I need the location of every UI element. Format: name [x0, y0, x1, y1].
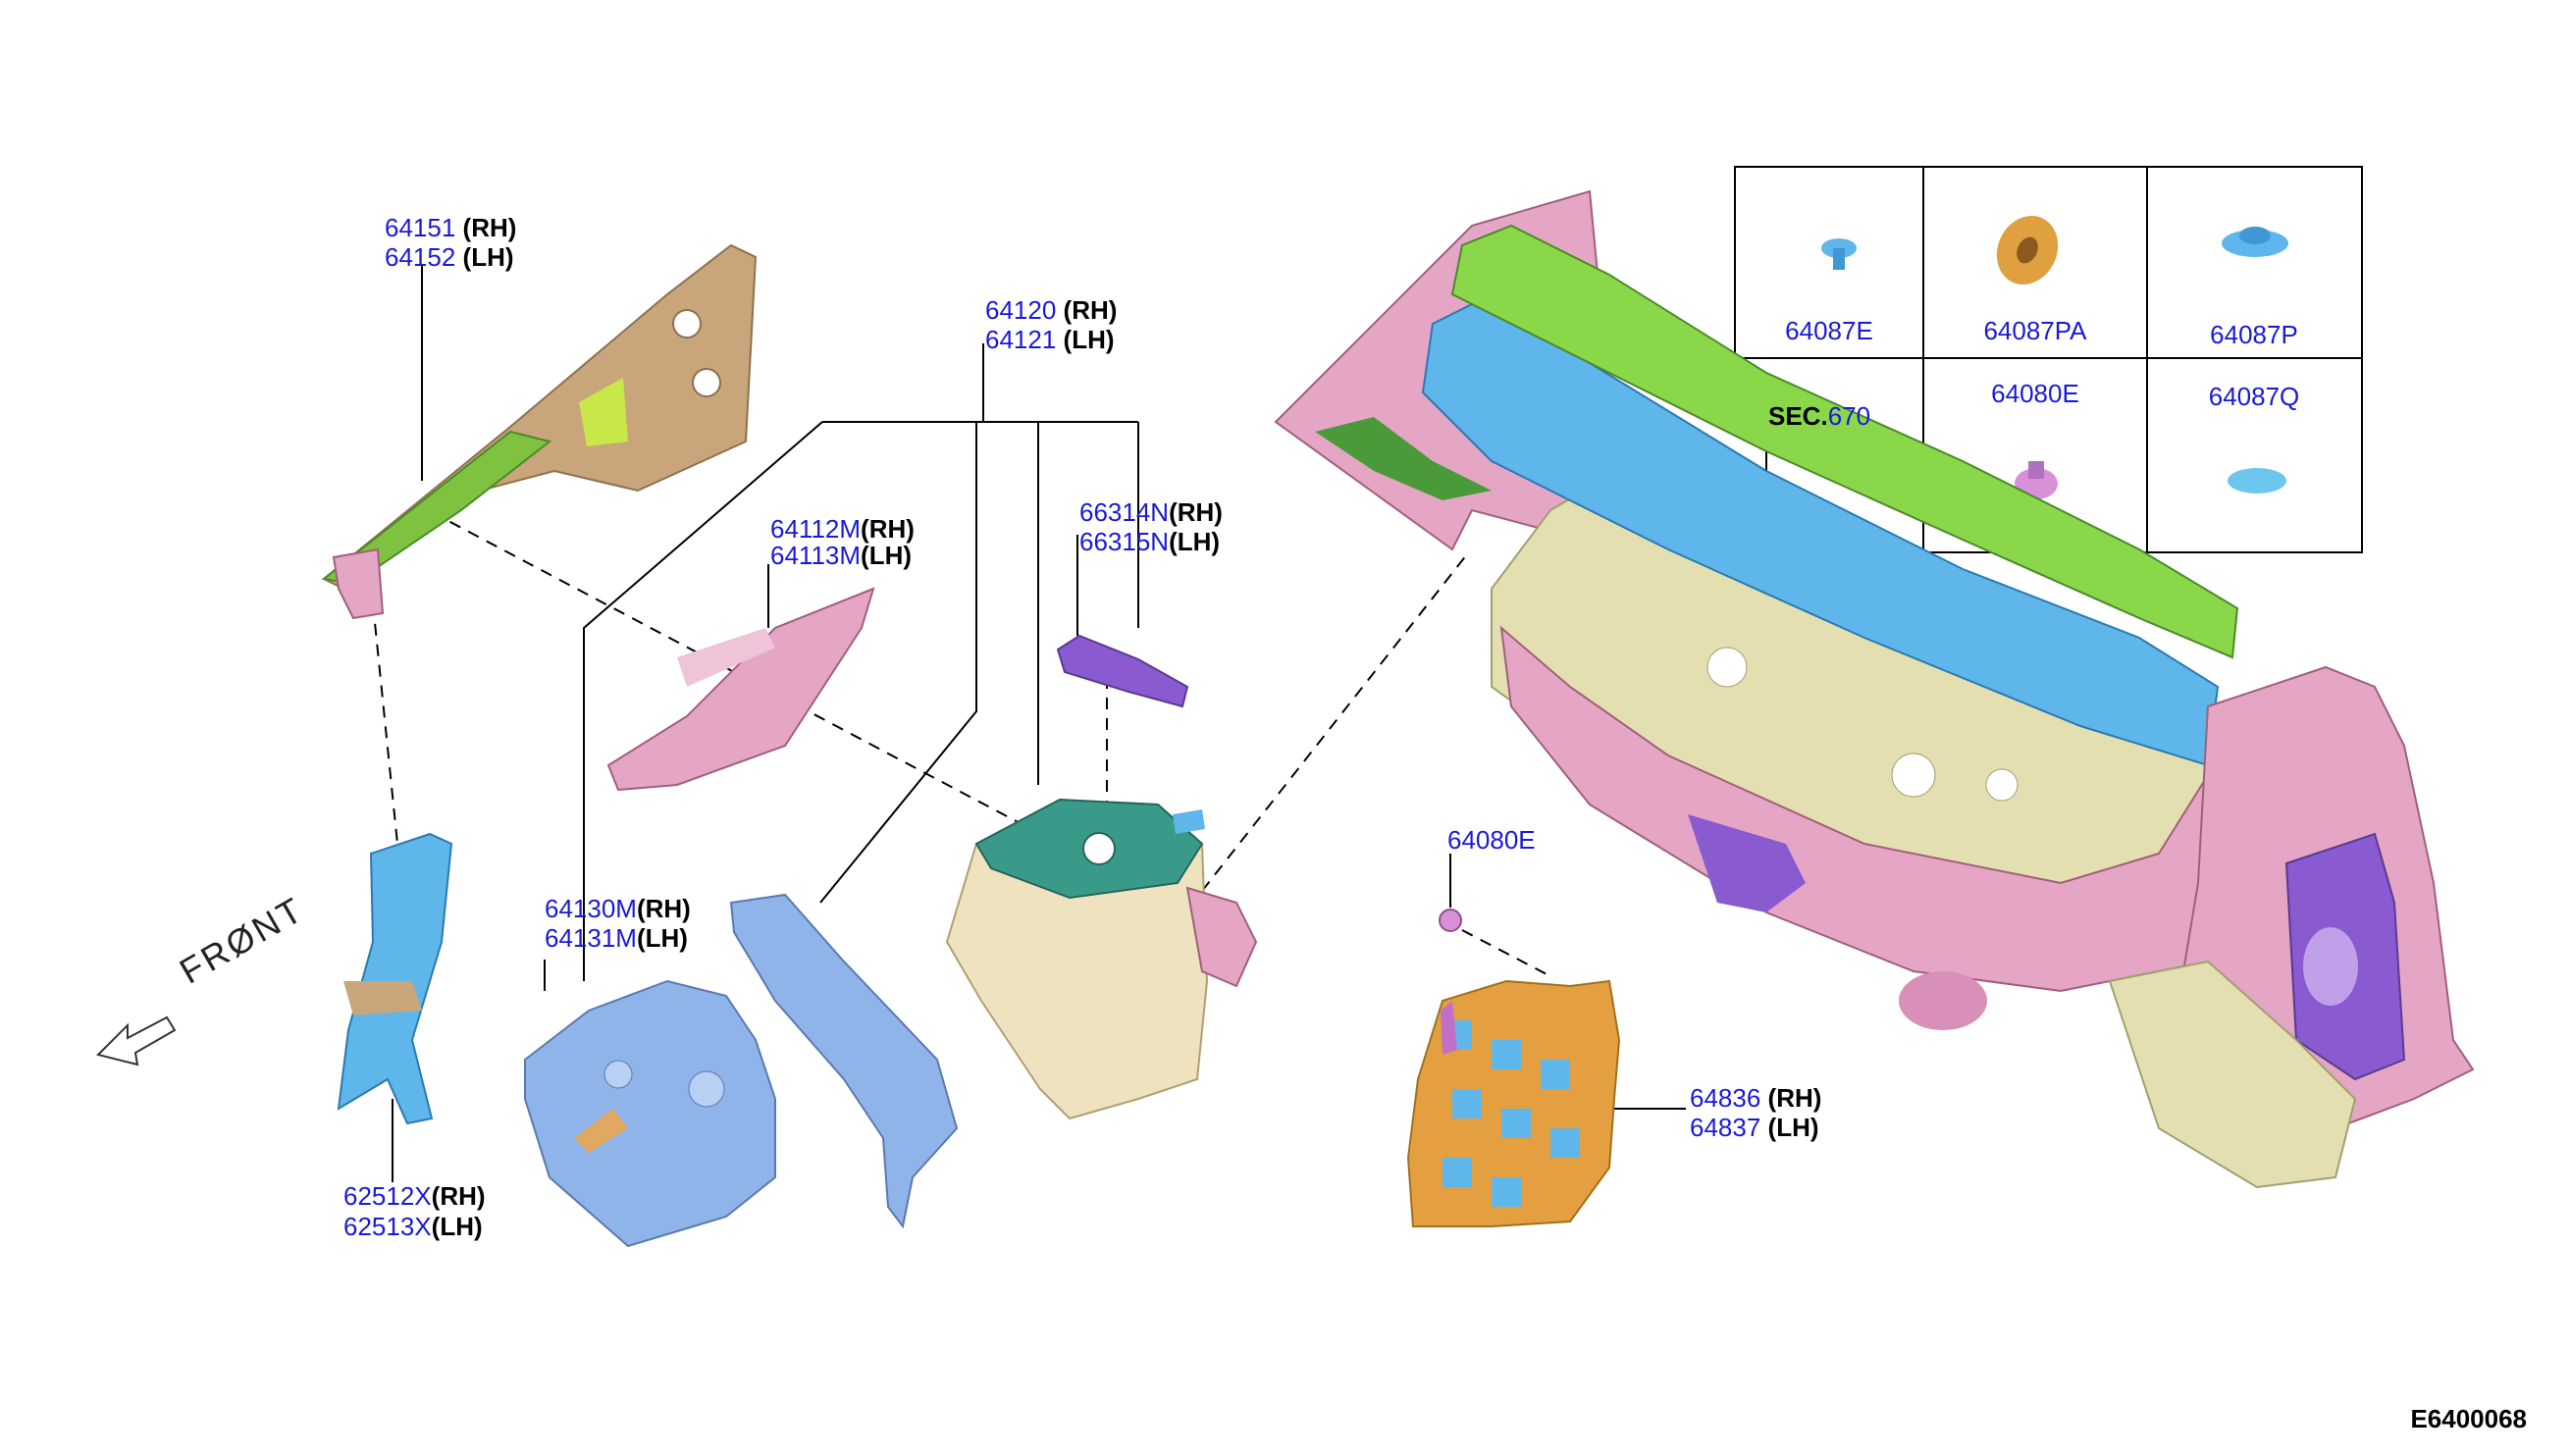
side-indicator: (LH)	[1063, 325, 1115, 354]
label-64152[interactable]: 64152 (LH)	[385, 243, 514, 272]
sec-number: 670	[1827, 401, 1871, 431]
part-number: 64151	[385, 213, 456, 242]
label-64080e[interactable]: 64080E	[1447, 826, 1536, 855]
part-number: 64152	[385, 242, 456, 272]
side-indicator: (RH)	[861, 514, 915, 544]
clip-icon	[1821, 238, 1857, 270]
label-66314n[interactable]: 66314N(RH)	[1079, 498, 1223, 527]
label-62513x[interactable]: 62513X(LH)	[343, 1213, 483, 1241]
part-number: 64837	[1690, 1113, 1761, 1142]
part-number: 64112M	[770, 514, 862, 544]
side-indicator: (LH)	[1767, 1113, 1819, 1142]
label-64130m[interactable]: 64130M(RH)	[545, 895, 691, 923]
part-number: 64130M	[545, 894, 637, 923]
part-66314n-bracket	[1056, 634, 1189, 708]
label-64113m[interactable]: 64113M(LH)	[770, 542, 912, 570]
part-64112m-panel	[606, 587, 875, 792]
sec-prefix: SEC.	[1768, 401, 1828, 431]
part-64836-insulator	[1406, 979, 1621, 1227]
table-cell-64087p[interactable]: 64087P	[2210, 320, 2298, 349]
label-66315n[interactable]: 66315N(LH)	[1079, 528, 1220, 556]
table-cell-64087pa[interactable]: 64087PA	[1983, 316, 2087, 345]
part-64121-panel	[729, 893, 959, 1229]
part-number: 66315N	[1079, 527, 1170, 556]
table-cell-64087q[interactable]: 64087Q	[2208, 382, 2300, 411]
side-indicator: (RH)	[1063, 295, 1118, 325]
plug-flat-icon	[2228, 468, 2286, 494]
table-cell-64080e[interactable]: 64080E	[1991, 379, 2079, 408]
part-64080e-bolt	[1439, 909, 1462, 932]
diagram-code: E6400068	[2410, 1404, 2527, 1433]
label-64837[interactable]: 64837 (LH)	[1690, 1114, 1819, 1142]
part-number: 62513X	[343, 1212, 432, 1241]
label-64151[interactable]: 64151 (RH)	[385, 214, 516, 242]
part-64151-side-member	[321, 243, 758, 620]
side-indicator: (RH)	[1169, 497, 1223, 527]
label-64131m[interactable]: 64131M(LH)	[545, 924, 688, 953]
part-number: 64836	[1690, 1083, 1761, 1113]
side-indicator: (LH)	[636, 923, 688, 953]
part-number: 64080E	[1447, 825, 1536, 855]
side-indicator: (LH)	[861, 541, 913, 570]
part-sec670-dash-assembly	[1274, 189, 2475, 1189]
side-indicator: (RH)	[462, 213, 517, 242]
part-number: 62512X	[343, 1181, 432, 1211]
side-indicator: (LH)	[1169, 527, 1221, 556]
side-indicator: (LH)	[431, 1212, 483, 1241]
side-indicator: (RH)	[636, 894, 691, 923]
plug-blue-icon	[2222, 227, 2288, 257]
label-64120[interactable]: 64120 (RH)	[985, 296, 1117, 325]
front-arrow-icon	[96, 1015, 177, 1066]
table-cell-64087e[interactable]: 64087E	[1785, 316, 1873, 345]
label-64836[interactable]: 64836 (RH)	[1690, 1084, 1821, 1113]
label-64112m[interactable]: 64112M(RH)	[770, 515, 915, 544]
side-indicator: (RH)	[431, 1181, 486, 1211]
part-number: 64131M	[545, 923, 637, 953]
part-62512x-bracket	[337, 832, 453, 1125]
part-number: 64120	[985, 295, 1057, 325]
part-number: 66314N	[1079, 497, 1170, 527]
label-64121[interactable]: 64121 (LH)	[985, 326, 1115, 354]
part-number: 64121	[985, 325, 1057, 354]
grommet-orange-icon	[1996, 215, 2059, 286]
label-sec670[interactable]: SEC.670	[1768, 402, 1870, 431]
side-indicator: (RH)	[1767, 1083, 1822, 1113]
label-62512x[interactable]: 62512X(RH)	[343, 1182, 486, 1211]
part-64120-strut-housing	[945, 798, 1258, 1120]
part-64130m-wheelhouse	[524, 979, 776, 1248]
part-number: 64113M	[770, 541, 862, 570]
side-indicator: (LH)	[462, 242, 514, 272]
